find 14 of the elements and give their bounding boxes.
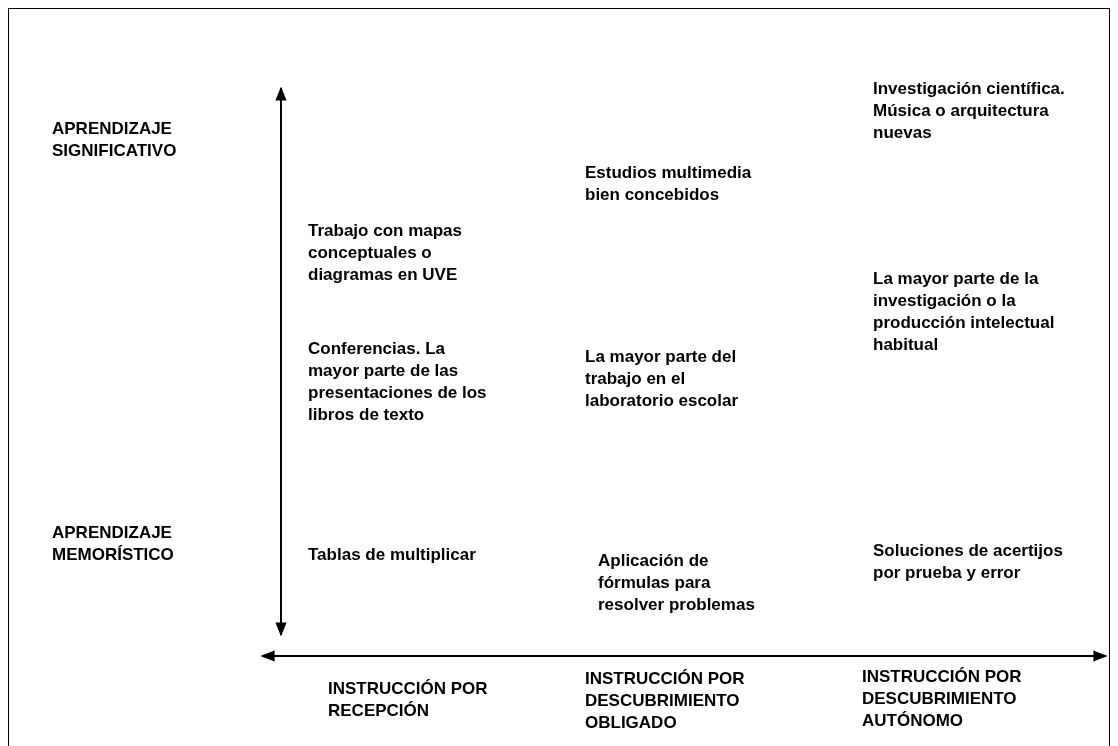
axis-label: APRENDIZAJE SIGNIFICATIVO bbox=[52, 118, 178, 162]
description-text: La mayor parte de la investigación o la producción intelectual habitual bbox=[873, 268, 1056, 356]
description-text: Conferencias. La mayor parte de las presentaciones de los libros de texto bbox=[308, 338, 488, 426]
description-text: Aplicación de fórmulas para resolver problemas bbox=[598, 550, 756, 616]
axis-label: INSTRUCCIÓN POR RECEPCIÓN bbox=[328, 678, 488, 722]
axis-label: INSTRUCCIÓN POR DESCUBRIMIENTO AUTÓNOMO bbox=[862, 666, 1023, 732]
description-text: Trabajo con mapas conceptuales o diagramas en UVE bbox=[308, 220, 463, 286]
axis-label: INSTRUCCIÓN POR DESCUBRIMIENTO OBLIGADO bbox=[585, 668, 746, 734]
description-text: Investigación científica. Música o arquitectura nuevas bbox=[873, 78, 1066, 144]
axis-label: APRENDIZAJE MEMORÍSTICO bbox=[52, 522, 175, 566]
description-text: Estudios multimedia bien concebidos bbox=[585, 162, 753, 206]
description-text: Tablas de multiplicar bbox=[308, 544, 477, 566]
description-text: Soluciones de acertijos por prueba y error bbox=[873, 540, 1063, 584]
description-text: La mayor parte del trabajo en el laboratorio escolar bbox=[585, 346, 740, 412]
